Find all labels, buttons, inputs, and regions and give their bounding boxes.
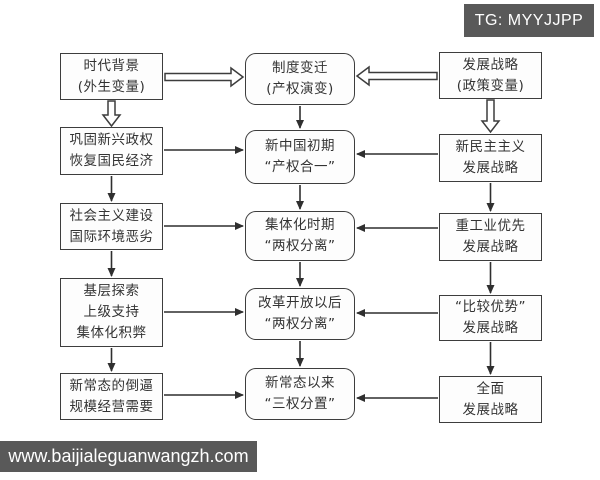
node-line: 恢复国民经济 xyxy=(69,153,154,169)
node-line: “比较优势” xyxy=(455,299,526,315)
node-line: 基层探索 xyxy=(83,283,140,299)
hollow-arrow-l1-to-l2 xyxy=(101,100,122,128)
node-line: 改革开放以后 xyxy=(258,295,342,311)
node-middle-5: 新常态以来 “三权分置” xyxy=(245,368,355,420)
node-line: 新中国初期 xyxy=(265,138,335,154)
hollow-arrow-r1-to-r2 xyxy=(480,99,501,134)
node-line: 发展战略 xyxy=(462,160,519,176)
node-line: 时代背景 xyxy=(83,57,140,74)
node-line: “产权合一” xyxy=(264,159,336,175)
node-left-5: 新常态的倒逼 规模经营需要 xyxy=(60,373,163,420)
node-line: (政策变量) xyxy=(456,77,525,94)
node-left-3: 社会主义建设 国际环境恶劣 xyxy=(60,203,163,250)
node-right-4: “比较优势” 发展战略 xyxy=(439,295,542,341)
hollow-arrow-l1-to-m1 xyxy=(164,66,245,88)
node-line: 国际环境恶劣 xyxy=(69,228,154,245)
watermark-top-right: TG: MYYJJPP xyxy=(464,4,594,37)
node-line: “两权分离” xyxy=(264,238,336,254)
watermark-text: www.baijialeguanwangzh.com xyxy=(8,446,249,466)
watermark-text: TG: MYYJJPP xyxy=(474,11,584,29)
node-left-4: 基层探索 上级支持 集体化积弊 xyxy=(60,278,163,347)
node-middle-4: 改革开放以后 “两权分离” xyxy=(245,288,355,340)
node-line: 发展战略 xyxy=(462,320,519,336)
node-line: “三权分置” xyxy=(264,396,336,412)
node-left-1: 时代背景 (外生变量) xyxy=(60,53,163,100)
node-line: 规模经营需要 xyxy=(69,398,154,415)
node-middle-1: 制度变迁 (产权演变) xyxy=(245,53,355,105)
node-line: 巩固新兴政权 xyxy=(69,132,154,148)
node-left-2: 巩固新兴政权 恢复国民经济 xyxy=(60,127,163,175)
node-line: 发展战略 xyxy=(462,56,519,73)
node-line: 上级支持 xyxy=(83,304,140,320)
node-line: 集体化时期 xyxy=(265,217,335,233)
node-line: 重工业优先 xyxy=(455,218,526,234)
node-line: 新常态以来 xyxy=(265,375,335,391)
node-middle-2: 新中国初期 “产权合一” xyxy=(245,130,355,184)
node-line: 新民主主义 xyxy=(455,139,526,155)
node-line: (产权演变) xyxy=(266,81,334,97)
node-line: 发展战略 xyxy=(462,239,519,255)
node-right-3: 重工业优先 发展战略 xyxy=(439,213,542,261)
hollow-arrow-r1-to-m1 xyxy=(355,65,438,87)
node-line: (外生变量) xyxy=(77,78,146,95)
watermark-bottom-left: www.baijialeguanwangzh.com xyxy=(0,441,257,472)
node-right-2: 新民主主义 发展战略 xyxy=(439,134,542,182)
node-line: 新常态的倒逼 xyxy=(69,377,154,394)
node-right-1: 发展战略 (政策变量) xyxy=(439,52,542,99)
node-line: 发展战略 xyxy=(462,401,519,418)
node-line: 制度变迁 xyxy=(272,60,328,76)
node-line: 社会主义建设 xyxy=(69,207,154,224)
node-line: 全面 xyxy=(476,380,505,397)
node-line: “两权分离” xyxy=(264,316,336,332)
node-line: 集体化积弊 xyxy=(76,325,147,341)
node-middle-3: 集体化时期 “两权分离” xyxy=(245,211,355,261)
node-right-5: 全面 发展战略 xyxy=(439,376,542,423)
